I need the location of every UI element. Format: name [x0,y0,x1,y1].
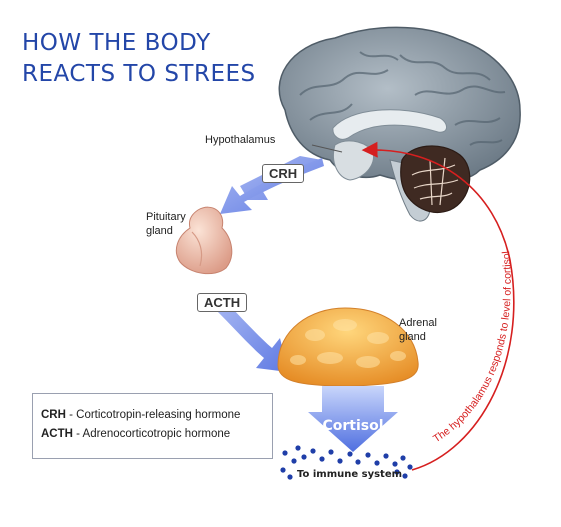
legend-text: - Adrenocorticotropic hormone [72,428,231,440]
title-line-2: REACTS TO STREES [22,61,256,87]
legend-item-acth: ACTH - Adrenocorticotropic hormone [41,425,272,444]
pituitary-label-line2: gland [146,225,173,237]
title-line-1: HOW THE BODY [22,30,211,56]
pituitary-gland-illustration [175,206,233,275]
brain-illustration [278,26,521,222]
acth-arrow [216,300,288,372]
feedback-label: The hypothalamus responds to level of co… [431,251,514,446]
legend-box: CRH - Corticotropin-releasing hormone AC… [32,393,273,459]
immune-system-label: To immune system [297,469,403,480]
adrenal-label-line1: Adrenal [399,317,437,329]
legend-abbr: CRH [41,409,66,421]
hypothalamus-label: Hypothalamus [205,134,276,146]
immune-dots [280,445,413,480]
pituitary-label-line1: Pituitary [146,211,186,223]
acth-tag: ACTH [197,293,248,312]
adrenal-gland-illustration [277,307,419,387]
cortisol-label: Cortisol [322,418,384,434]
crh-tag: CRH [262,164,305,183]
legend-item-crh: CRH - Corticotropin-releasing hormone [41,406,272,425]
cortisol-arrow [308,386,398,452]
legend-text: - Corticotropin-releasing hormone [65,409,241,421]
legend-abbr: ACTH [41,428,73,440]
adrenal-label-line2: gland [399,331,426,343]
